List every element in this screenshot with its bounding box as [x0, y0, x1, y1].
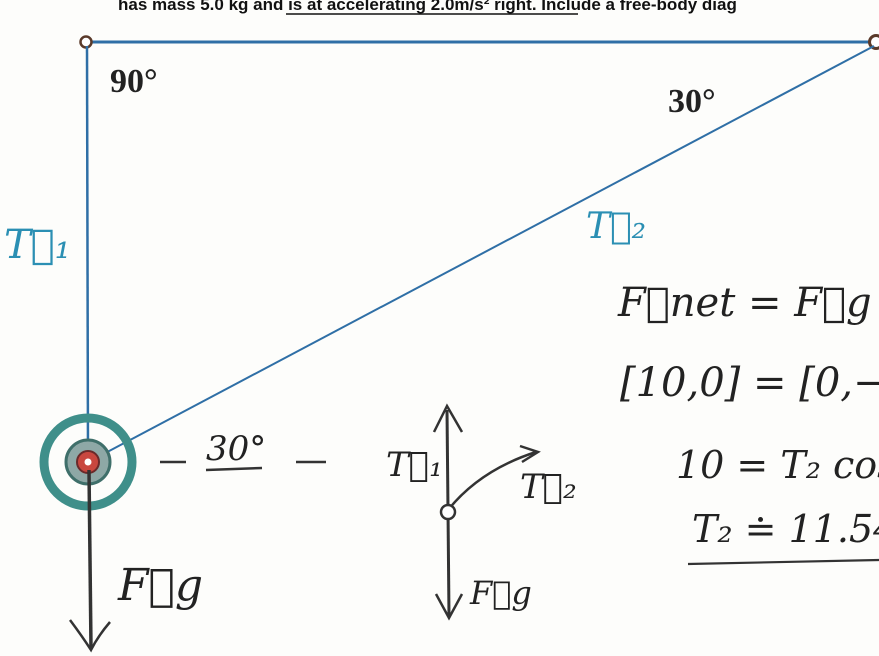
fbd-label-fg: F⃗g — [469, 574, 532, 612]
answer-underline — [687, 558, 879, 566]
angle-label-30-top: 30° — [668, 83, 716, 120]
free-body-diagram: T⃗₁ T⃗₂ F⃗g — [386, 403, 577, 621]
fbd-fg-arrowhead — [434, 593, 464, 621]
fbd-point-mass — [439, 503, 457, 521]
fbd-label-t2: T⃗₂ — [520, 467, 577, 507]
string-t2 — [95, 45, 875, 459]
angle-label-30-bottom: 30° — [206, 429, 266, 469]
label-fg: F⃗g — [117, 560, 203, 611]
fbd-t2-vector — [447, 450, 537, 511]
work-line-1: F⃗net = F⃗g + T⃗ — [617, 280, 879, 326]
problem-header-text: has mass 5.0 kg and is at accelerating 2… — [118, 0, 737, 14]
horizontal-dash-2 — [205, 466, 263, 472]
angle-label-90: 90° — [110, 63, 158, 100]
mass-center-dot — [84, 458, 92, 466]
left-anchor-pivot — [79, 35, 93, 49]
fbd-t1-shaft — [445, 409, 450, 511]
fbd-fg-shaft — [446, 509, 451, 617]
work-line-2: [10,0] = [0,−4 — [620, 360, 879, 406]
string-t1 — [85, 45, 90, 463]
fbd-t2-arrowhead — [519, 444, 541, 464]
fbd-label-t1: T⃗₁ — [386, 445, 443, 485]
fbd-t1-arrowhead — [432, 403, 464, 433]
label-t2: T⃗₂ — [586, 206, 646, 247]
fg-arrow-head — [68, 619, 111, 653]
work-line-4: T₂ ≐ 11.547 — [692, 507, 879, 551]
handwritten-work: F⃗net = F⃗g + T⃗ [10,0] = [0,−4 10 = T₂ … — [617, 280, 879, 566]
label-t1: T⃗₁ — [4, 222, 71, 268]
right-anchor-pivot — [868, 34, 879, 50]
work-line-3: 10 = T₂ cos3 — [676, 443, 879, 487]
fg-arrow-shaft — [87, 469, 93, 649]
